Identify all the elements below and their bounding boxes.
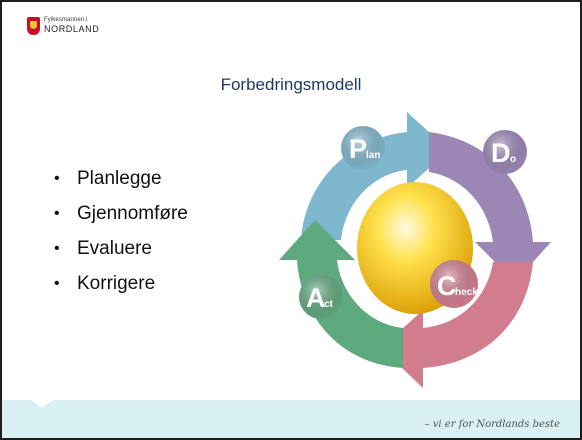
act-small-letters: ct bbox=[324, 299, 334, 310]
bullet-item: Planlegge bbox=[49, 161, 188, 196]
act-badge: A ct bbox=[299, 275, 343, 319]
slide-title: Forbedringsmodell bbox=[220, 75, 362, 94]
logo-subtitle: Fylkesmannen i bbox=[44, 17, 88, 23]
check-arrow bbox=[381, 262, 533, 388]
plan-badge: P lan bbox=[341, 126, 385, 170]
check-big-letter: C bbox=[437, 271, 457, 301]
plan-big-letter: P bbox=[349, 134, 367, 164]
act-big-letter: A bbox=[306, 283, 326, 313]
do-small-letters: o bbox=[510, 154, 516, 165]
do-badge: D o bbox=[483, 130, 527, 174]
plan-arrow bbox=[301, 112, 449, 240]
logo-title: NORDLAND bbox=[44, 24, 100, 34]
footer-slogan: – vi er for Nordlands beste bbox=[424, 419, 560, 430]
do-big-letter: D bbox=[491, 138, 511, 168]
nordland-logo: Fylkesmannen i NORDLAND bbox=[27, 16, 117, 38]
footer-band: – vi er for Nordlands beste bbox=[2, 399, 580, 438]
footer-notch bbox=[30, 399, 54, 408]
bullet-item: Evaluere bbox=[49, 231, 188, 266]
coat-of-arms-icon bbox=[27, 17, 40, 35]
check-small-letters: heck bbox=[455, 287, 478, 298]
plan-small-letters: lan bbox=[366, 150, 380, 161]
bullet-item: Korrigere bbox=[49, 266, 188, 301]
bullet-item: Gjennomføre bbox=[49, 196, 188, 231]
pdca-cycle-diagram: P lan D o C heck A ct bbox=[279, 112, 551, 388]
bullet-list: Planlegge Gjennomføre Evaluere Korrigere bbox=[49, 161, 188, 301]
check-badge: C heck bbox=[430, 260, 478, 308]
do-arrow bbox=[429, 132, 551, 282]
